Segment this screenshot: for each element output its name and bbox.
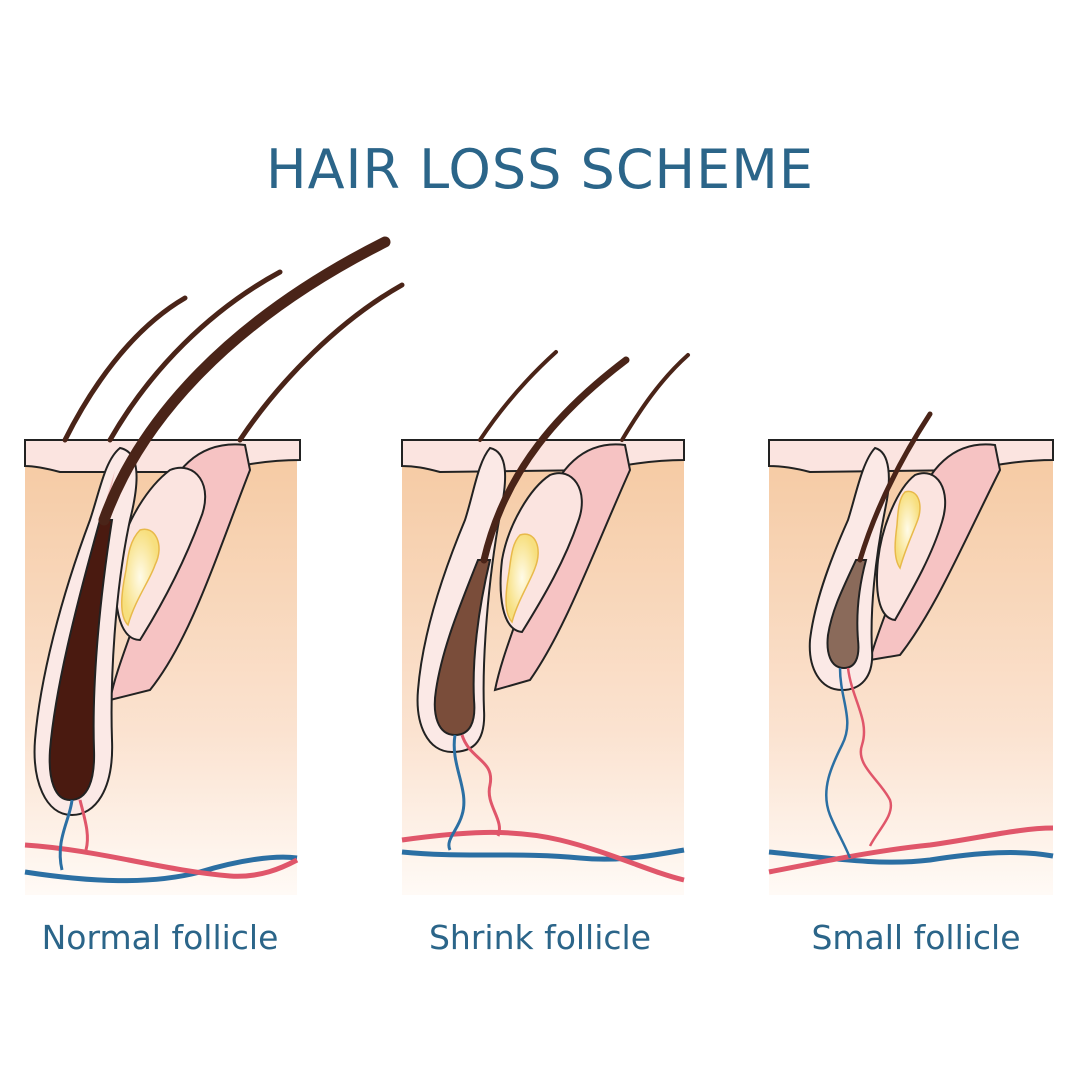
hair-strand bbox=[107, 269, 283, 443]
hair-strand bbox=[478, 350, 558, 442]
panel-small-follicle bbox=[768, 411, 1054, 895]
sebum bbox=[894, 490, 921, 570]
vein bbox=[768, 849, 1054, 865]
sebum bbox=[121, 528, 160, 627]
artery bbox=[768, 825, 1054, 875]
caption-small-follicle: Small follicle bbox=[811, 918, 1021, 957]
vein bbox=[24, 854, 298, 884]
vein-branch bbox=[447, 734, 466, 851]
hair-shafts bbox=[857, 411, 933, 563]
hair-strand bbox=[62, 295, 188, 443]
artery-branch bbox=[846, 667, 893, 847]
vein bbox=[401, 847, 685, 862]
hair-shafts bbox=[62, 236, 405, 526]
hair-bulb bbox=[826, 559, 868, 670]
diagram-title: HAIR LOSS SCHEME bbox=[266, 138, 814, 201]
panel-shrink-follicle bbox=[401, 350, 690, 895]
hair-strand bbox=[857, 411, 933, 563]
hair-strand bbox=[237, 282, 405, 443]
caption-shrink-follicle: Shrink follicle bbox=[428, 918, 652, 957]
gland-lobe bbox=[875, 472, 947, 622]
vein-branch bbox=[58, 799, 74, 871]
artery-branch bbox=[78, 799, 89, 851]
artery bbox=[24, 842, 299, 879]
artery-branch bbox=[460, 734, 501, 837]
hair-shafts bbox=[478, 350, 690, 564]
caption-normal-follicle: Normal follicle bbox=[41, 918, 279, 957]
hair-strand bbox=[480, 356, 630, 564]
sebaceous-gland-sheath bbox=[493, 443, 632, 692]
panel-normal-follicle bbox=[24, 236, 405, 895]
vein-branch bbox=[825, 667, 852, 859]
sebum bbox=[505, 533, 539, 624]
hair-strand bbox=[98, 236, 391, 526]
hair-strand bbox=[620, 353, 690, 442]
